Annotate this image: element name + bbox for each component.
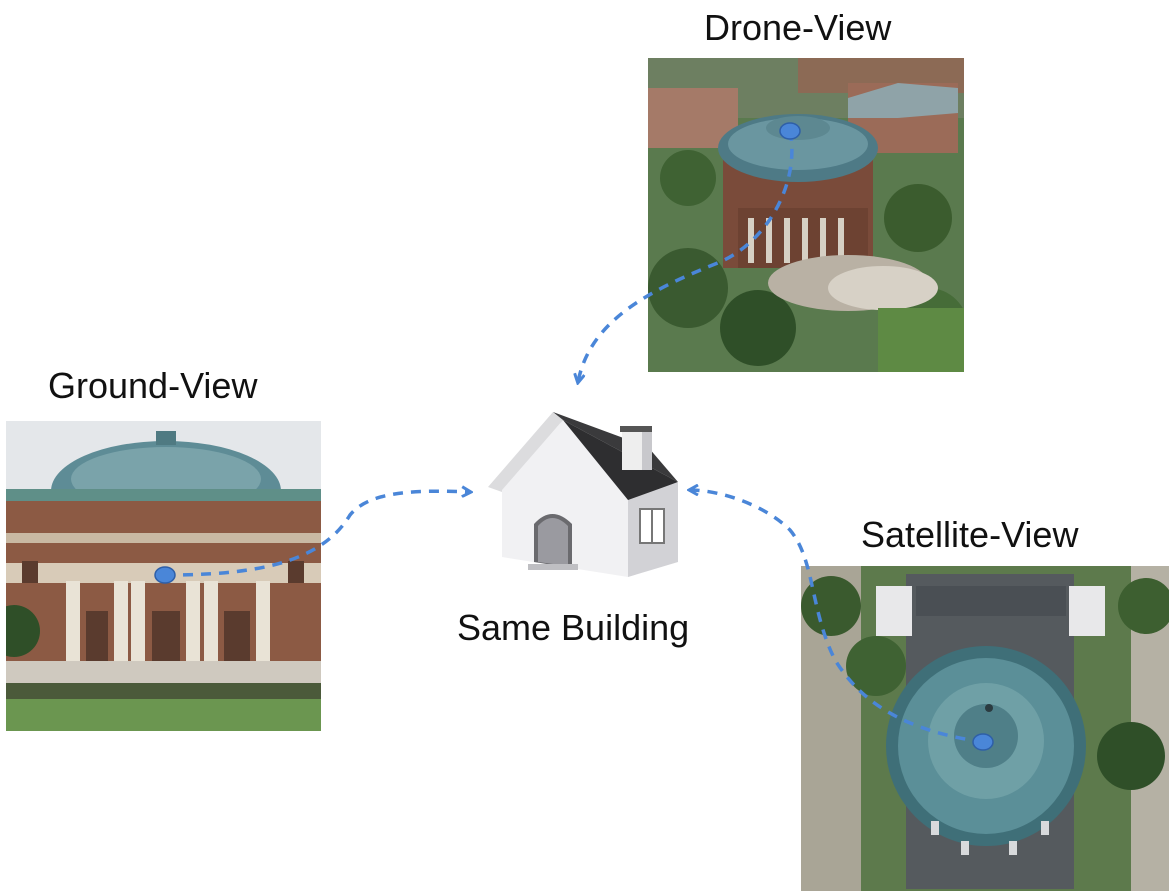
drone-view-image — [648, 58, 964, 372]
ground-view-label: Ground-View — [48, 365, 258, 406]
drone-view-label: Drone-View — [704, 7, 892, 48]
house-icon — [488, 412, 688, 582]
satellite-view-image — [801, 566, 1169, 891]
satellite-view-label: Satellite-View — [861, 514, 1079, 555]
same-building-label: Same Building — [457, 607, 690, 648]
ground-view-image — [6, 421, 321, 731]
